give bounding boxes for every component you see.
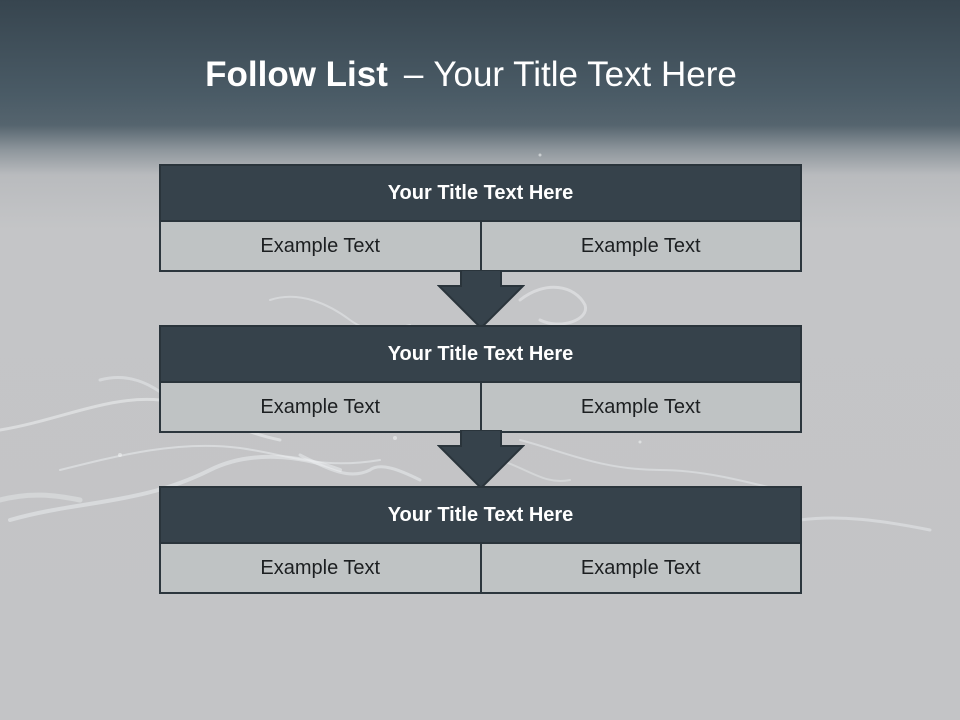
- block-cell-left: Example Text: [159, 383, 482, 433]
- block-title: Your Title Text Here: [159, 164, 802, 222]
- list-block-3: Your Title Text Here Example Text Exampl…: [159, 486, 802, 594]
- down-arrow-icon: [437, 270, 525, 330]
- block-cell-left: Example Text: [159, 222, 482, 272]
- block-row: Example Text Example Text: [159, 383, 802, 433]
- slide-title: Follow List–Your Title Text Here: [0, 52, 942, 98]
- block-row: Example Text Example Text: [159, 222, 802, 272]
- block-cell-right: Example Text: [481, 222, 802, 272]
- slide-title-rest: Your Title Text Here: [433, 55, 737, 94]
- block-title: Your Title Text Here: [159, 486, 802, 544]
- slide-title-bold: Follow List: [205, 55, 388, 94]
- down-arrow-icon: [437, 430, 525, 490]
- slide-title-dash: –: [403, 55, 424, 94]
- block-row: Example Text Example Text: [159, 544, 802, 594]
- block-title: Your Title Text Here: [159, 325, 802, 383]
- list-block-1: Your Title Text Here Example Text Exampl…: [159, 164, 802, 272]
- list-block-2: Your Title Text Here Example Text Exampl…: [159, 325, 802, 433]
- block-cell-right: Example Text: [481, 544, 802, 594]
- block-cell-left: Example Text: [159, 544, 482, 594]
- block-cell-right: Example Text: [481, 383, 802, 433]
